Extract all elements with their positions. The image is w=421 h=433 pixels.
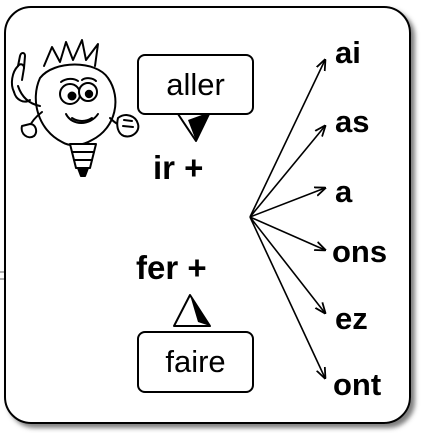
arrow-to-as [249,126,325,218]
ending-arrows [249,60,325,378]
stem-bottom: fer + [136,249,207,286]
arrow-to-ez [249,216,325,313]
infinitive-box-top: aller [137,54,254,115]
ending-ont: ont [333,367,382,402]
stem-top: ir + [153,149,204,186]
box-pointer-bottom [173,294,211,327]
ending-ai: ai [335,35,361,70]
ending-ons: ons [332,234,388,269]
ending-as: as [335,104,370,139]
arrow-to-ai [249,60,325,218]
arrow-to-ont [249,216,325,378]
ending-a: a [335,174,353,209]
ending-ez: ez [335,301,368,336]
infinitive-box-bottom: faire [137,331,254,393]
arrow-to-ons [249,216,325,250]
arrow-to-a [249,188,325,218]
lightbulb-mascot-icon [10,39,140,177]
